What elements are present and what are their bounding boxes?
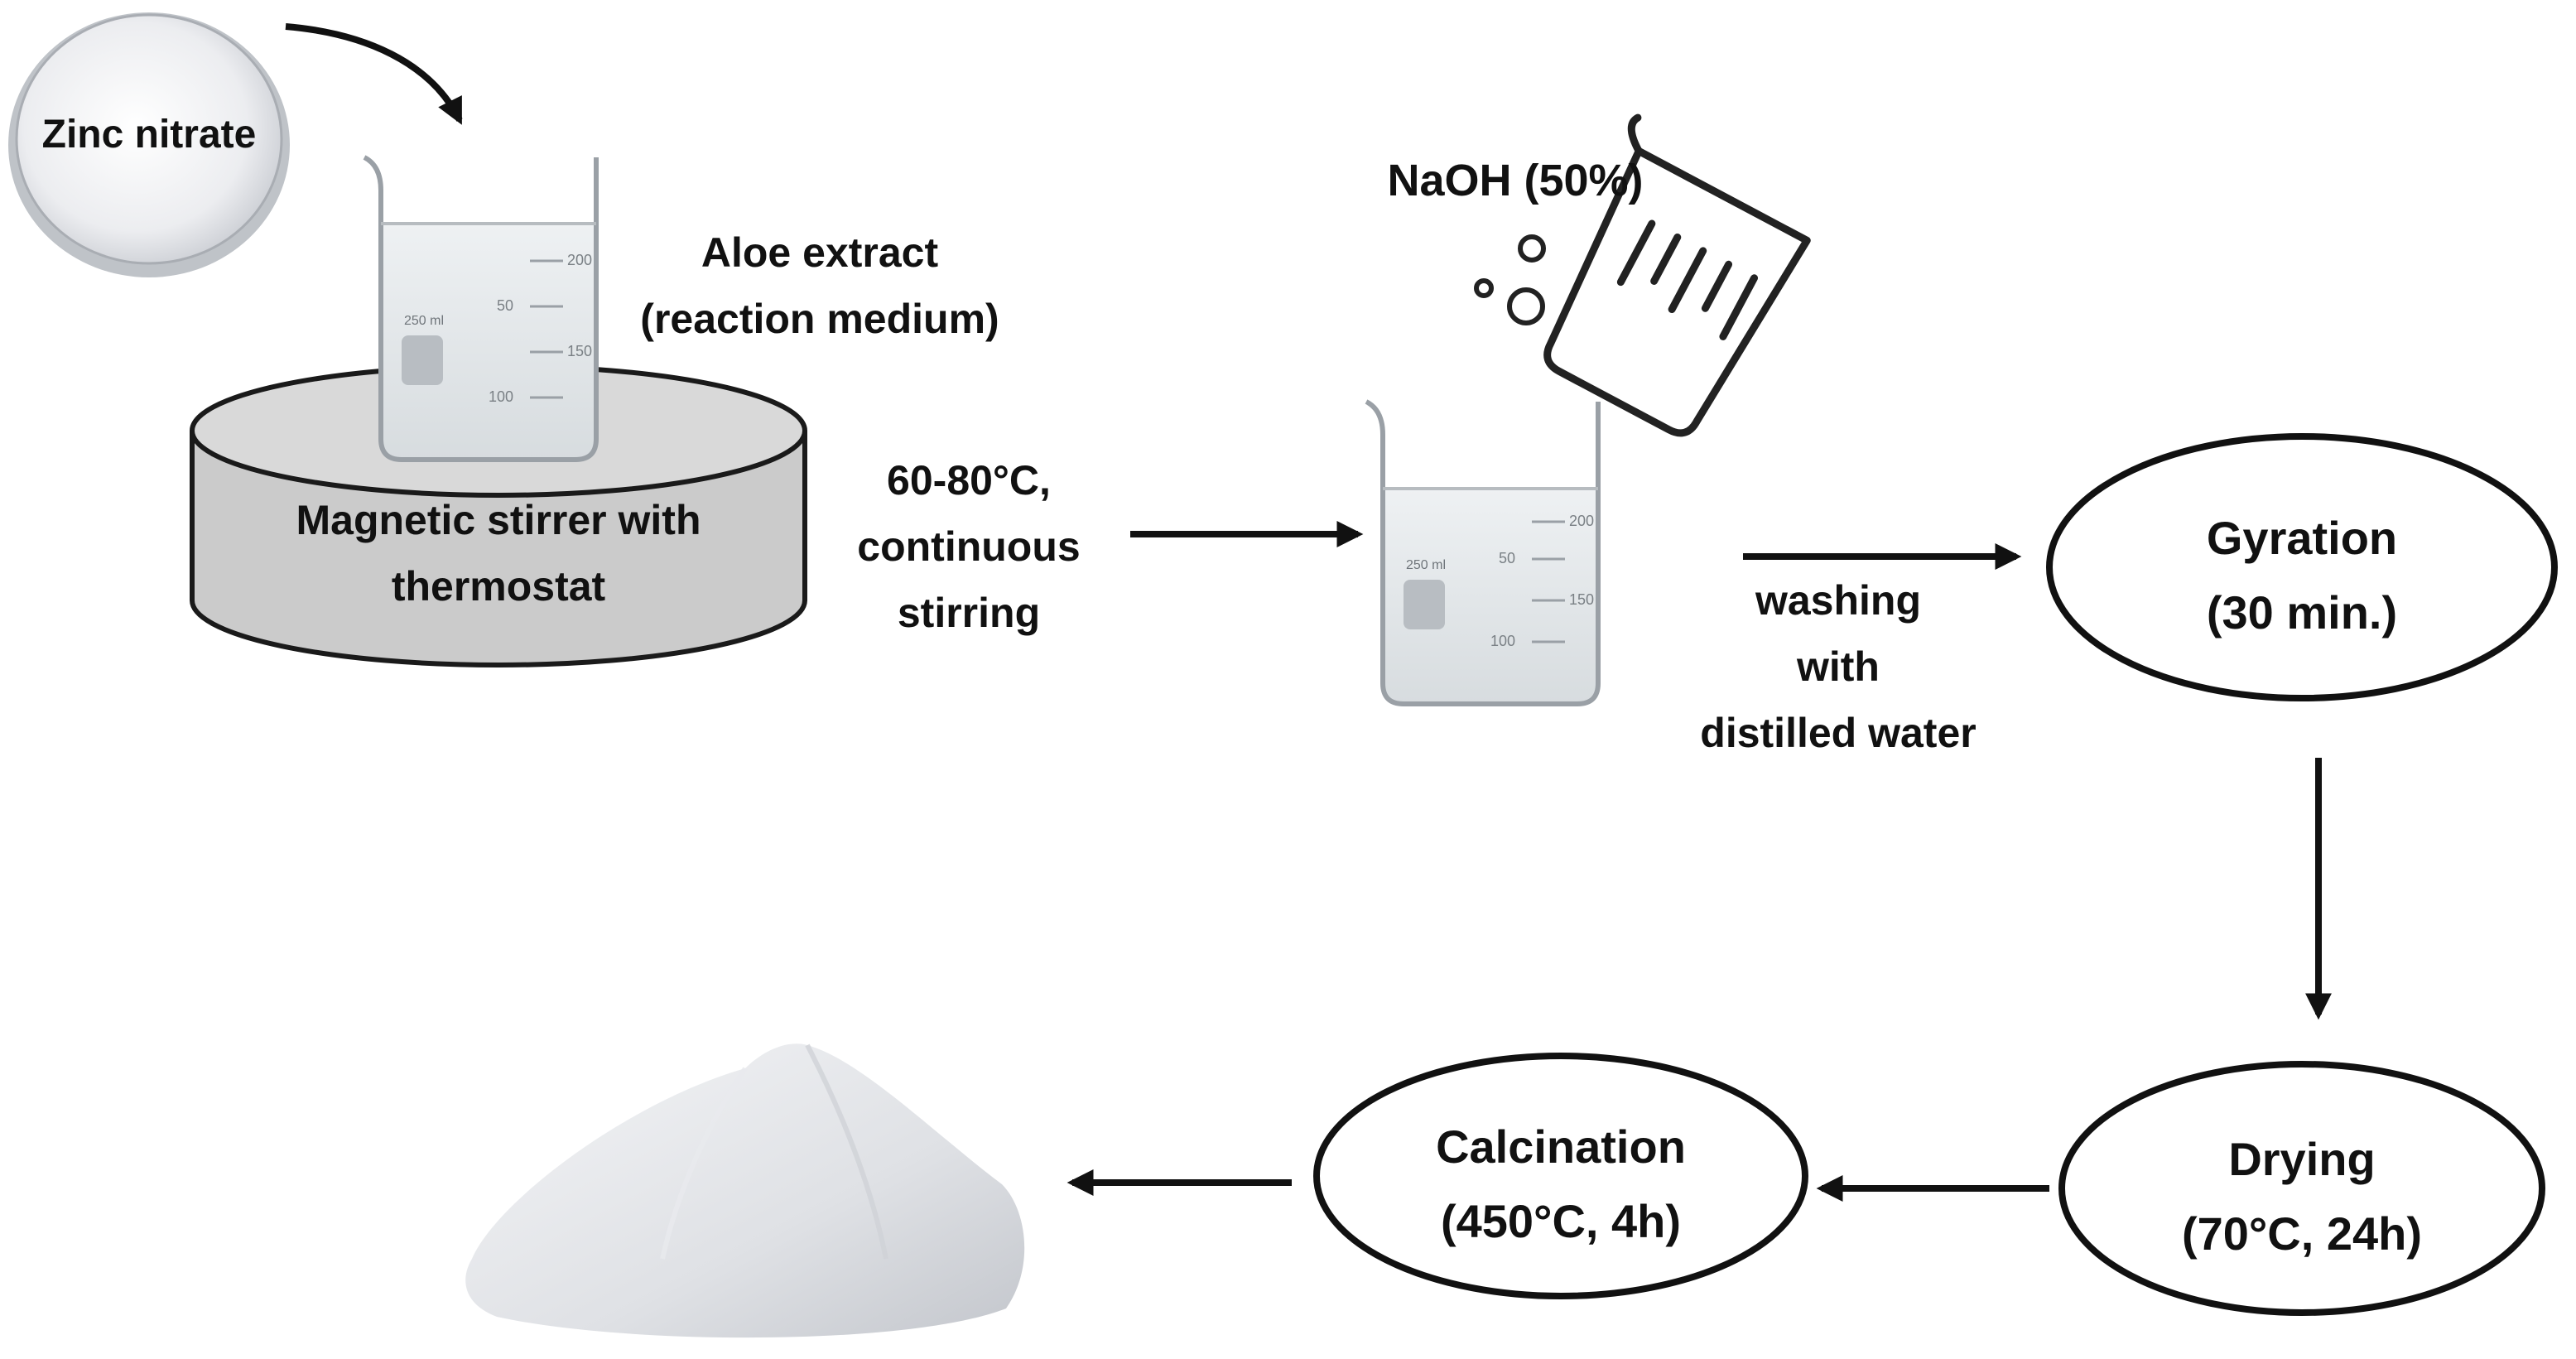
zno-powder-pile [465, 1043, 1025, 1338]
tick-label: 150 [1569, 591, 1594, 608]
conditions-label: 60-80°C, continuous stirring [857, 457, 1081, 636]
washing-label: washing with distilled water [1700, 577, 1977, 756]
tick-label: 200 [1569, 513, 1594, 529]
zinc-nitrate-label: Zinc nitrate [41, 113, 257, 157]
calcination-ellipse [1313, 1053, 1808, 1299]
drying-ellipse [2058, 1061, 2545, 1316]
curved-arrow [285, 23, 463, 125]
pouring-beaker-icon [1474, 113, 1811, 437]
tick-label: 150 [567, 343, 592, 359]
tick-label: 200 [567, 252, 592, 268]
calcination-label: Calcination (450°C, 4h) [1436, 1120, 1686, 1247]
aloe-extract-label: Aloe extract (reaction medium) [640, 229, 999, 342]
gyration-label: Gyration (30 min.) [2206, 512, 2398, 639]
drying-label: Drying (70°C, 24h) [2181, 1133, 2423, 1260]
beaker-1: 250 ml 50 100 150 200 [363, 155, 599, 462]
naoh-label: NaOH (50%) [1387, 156, 1644, 205]
tick-label: 50 [497, 297, 513, 314]
beaker-volume: 250 ml [404, 314, 444, 328]
tick-label: 100 [1490, 633, 1515, 649]
tick-label: 50 [1499, 550, 1515, 566]
beaker-2: 250 ml 50 100 150 200 [1365, 399, 1601, 706]
tick-label: 100 [489, 388, 513, 405]
beaker-volume: 250 ml [1406, 558, 1446, 572]
stirrer-label: Magnetic stirrer with thermostat [296, 497, 701, 610]
gyration-ellipse [2046, 433, 2558, 701]
zinc-nitrate-dish [8, 12, 290, 277]
